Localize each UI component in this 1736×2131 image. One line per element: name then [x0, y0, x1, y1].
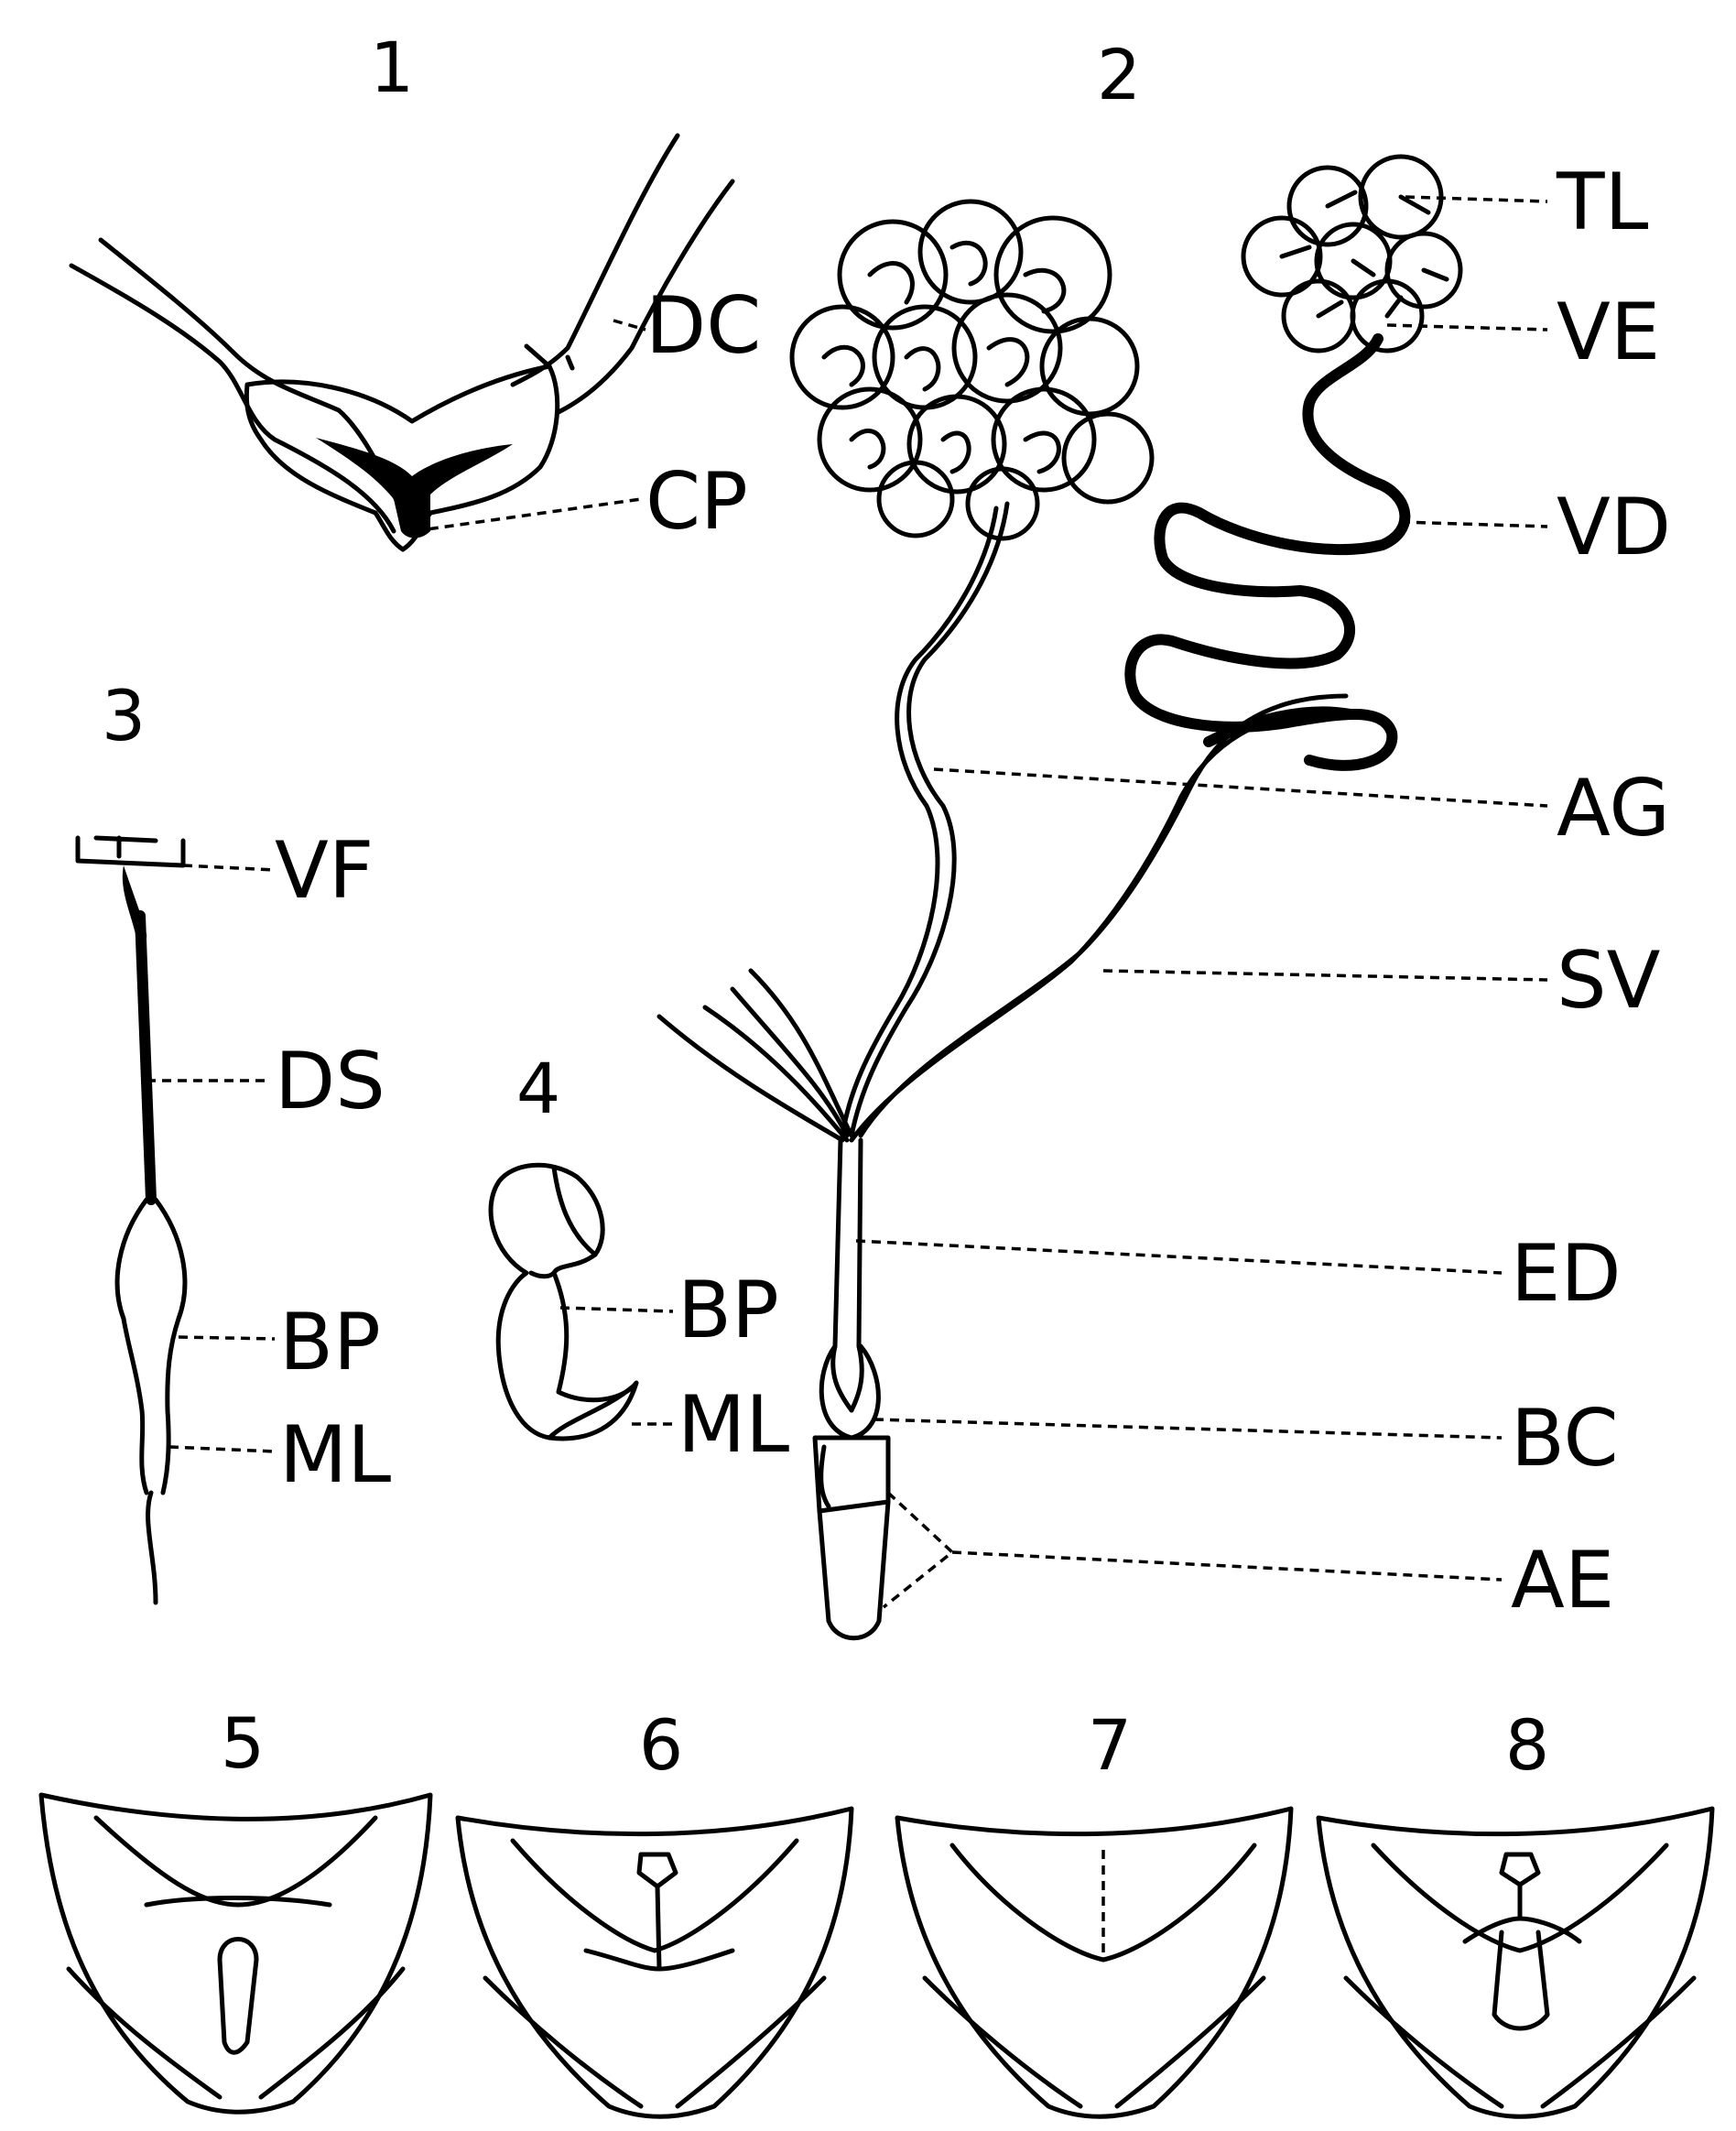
figure-8-number: 8 — [1505, 1704, 1549, 1786]
figure-4-number: 4 — [516, 1048, 560, 1129]
fig3-label-ml: ML — [279, 1409, 391, 1501]
figure-7-number: 7 — [1088, 1704, 1132, 1786]
fig4-label-ml: ML — [678, 1379, 789, 1471]
figure-2-drawing: TL VE VD AG SV ED BC AE — [659, 157, 1671, 1638]
fig1-label-cp: CP — [646, 456, 748, 548]
figure-1-drawing: DC CP — [71, 136, 761, 549]
figure-3-drawing: VF DS BP ML — [78, 825, 391, 1603]
fig2-label-bc: BC — [1511, 1393, 1619, 1484]
fig1-label-dc: DC — [646, 280, 761, 372]
figure-6-number: 6 — [639, 1704, 683, 1786]
fig3-label-bp: BP — [279, 1297, 381, 1388]
accessory-gland-cluster — [792, 201, 1152, 538]
figure-7-drawing — [897, 1809, 1291, 2116]
fig2-label-tl: TL — [1556, 157, 1649, 248]
figure-1-number: 1 — [370, 27, 414, 108]
figure-5-drawing — [41, 1795, 430, 2112]
figure-3-number: 3 — [102, 675, 146, 756]
figure-2-number: 2 — [1097, 34, 1141, 115]
fig2-label-sv: SV — [1557, 935, 1661, 1027]
testis-lobes — [1243, 157, 1460, 351]
fig2-label-ed: ED — [1511, 1228, 1622, 1320]
fig3-label-vf: VF — [275, 825, 374, 917]
fig2-label-ag: AG — [1557, 763, 1670, 854]
fig2-label-ae: AE — [1511, 1535, 1614, 1626]
figure-5-number: 5 — [221, 1702, 265, 1784]
fig4-label-bp: BP — [678, 1265, 779, 1356]
fig3-label-ds: DS — [275, 1036, 385, 1127]
fig2-label-vd: VD — [1557, 482, 1671, 573]
figure-8-drawing — [1318, 1809, 1712, 2116]
figure-4-drawing: BP ML — [491, 1165, 789, 1471]
figure-6-drawing — [458, 1809, 852, 2116]
fig2-label-ve: VE — [1557, 287, 1660, 378]
